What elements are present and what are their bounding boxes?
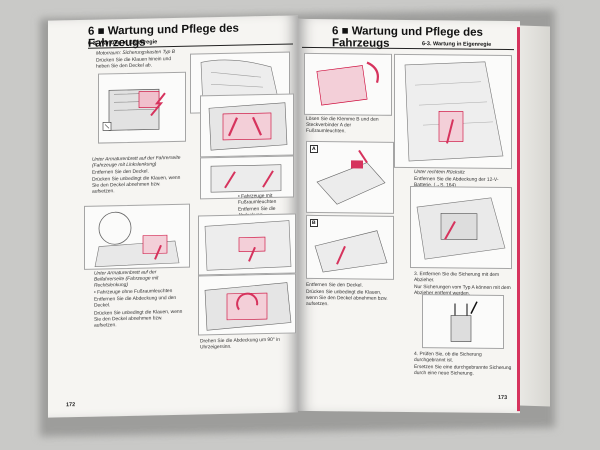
left-page: 6 ■ Wartung und Pflege des Fahrzeugs 6-3… [48,15,298,418]
text-block-5: Drehen Sie die Abdeckung um 90° in Uhrze… [200,337,280,351]
page-number-left: 172 [66,402,76,409]
text-block-3: Unter Armaturenbrett auf der Beifahrerse… [94,270,183,329]
figure-connector-a: A [306,140,394,214]
figure-footwell-light [198,213,296,276]
text-right-block-2: Entfernen Sie den Deckel. Drücken Sie un… [306,282,388,308]
figure-fuse-puller [422,294,504,349]
page-number-right: 173 [498,394,508,402]
figure-rotate-cover [198,273,296,336]
figure-passenger-footwell [394,53,512,170]
figure-cover-removal [200,93,294,158]
text-right-block-1: Lösen Sie die Klemme B und den Steckverb… [306,116,379,135]
label-b: B [310,218,318,228]
section-title-right: 6-3. Wartung in Eigenregie [422,41,492,48]
page-edges [520,25,550,407]
text-block-2: Unter Armaturenbrett auf der Fahrerseite… [92,155,181,196]
step-4: 4. Prüfen Sie, ob die Sicherung durchgeb… [414,352,512,377]
figure-claws [200,155,294,200]
label-a: A [310,144,318,154]
figure-cover-lift [304,52,392,116]
text-block-1: Motorraum: Sicherungskasten Typ B Drücke… [96,49,176,70]
figure-clamp-b: B [306,214,394,280]
chapter-tab [517,27,520,412]
figure-driver-dashboard [84,203,190,270]
figure-battery-cover [410,186,512,270]
figure-engine-fusebox [98,71,186,144]
right-page: 6 ■ Wartung und Pflege des Fahrzeugs 6-3… [298,18,520,414]
